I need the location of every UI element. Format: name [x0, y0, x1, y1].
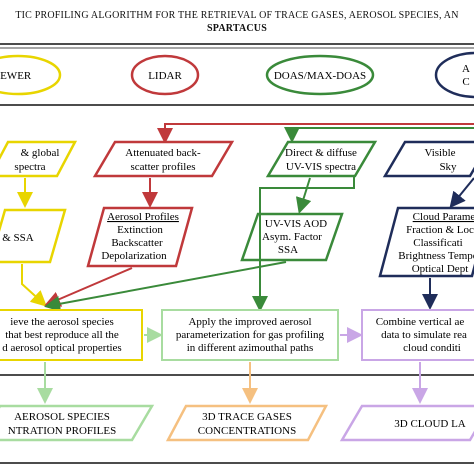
arrow-green-converge [44, 261, 287, 312]
process-retrieve-line2: that best reproduce all the [5, 329, 119, 341]
process-apply-line2: parameterization for gas profiling [176, 329, 325, 341]
output-cloud: 3D CLOUD LA [339, 404, 474, 442]
process-apply-line3: in different azimouthal paths [187, 342, 314, 354]
arrow-blue-down [449, 177, 474, 209]
connector-green-top [291, 127, 474, 140]
instrument-doas-label: DOAS/MAX-DOAS [274, 70, 366, 82]
instrument-lidar: LIDAR [130, 54, 200, 96]
output-aerosol: AEROSOL SPECIES NTRATION PROFILES [0, 404, 155, 442]
process-retrieve: ieve the aerosol species that best repro… [0, 309, 143, 361]
arrow-green-down [295, 177, 312, 214]
process-retrieve-line1: ieve the aerosol species [10, 316, 114, 328]
instrument-brewer: REWER [0, 54, 62, 96]
title-line-2: SPARTACUS [207, 23, 267, 34]
arrow-yellow-converge [21, 264, 47, 307]
retrieval-ssa: & SSA [0, 208, 67, 264]
process-combine-line1: Combine vertical ae [376, 316, 465, 328]
output-gases-line2: CONCENTRATIONS [198, 425, 296, 437]
retrieval-cloud-line4: Brightness Tempe [398, 250, 474, 262]
process-combine-line2: data to simulate rea [381, 329, 467, 341]
input-visible-line2: Sky [439, 161, 457, 173]
arrow-green-to-apply [252, 176, 355, 312]
input-attenuated-line2: scatter profiles [130, 161, 195, 173]
input-visible: Visible Sky [382, 140, 474, 178]
process-combine: Combine vertical ae data to simulate rea… [361, 309, 474, 361]
instrument-fourth: A C [434, 51, 474, 99]
retrieval-uvvis: UV-VIS AOD Asym. Factor SSA [240, 212, 344, 262]
output-gases: 3D TRACE GASES CONCENTRATIONS [165, 404, 329, 442]
instrument-lidar-label: LIDAR [148, 70, 182, 82]
retrieval-uvvis-line1: UV-VIS AOD [265, 218, 327, 230]
output-cloud-line1: 3D CLOUD LA [394, 418, 466, 430]
retrieval-cloud-title: Cloud Parame [413, 211, 474, 223]
retrieval-aerosol-line3: Backscatter [111, 237, 163, 249]
input-attenuated: Attenuated back- scatter profiles [92, 140, 235, 178]
instrument-fourth-label-2: C [462, 76, 469, 88]
process-apply-line1: Apply the improved aerosol [188, 316, 311, 328]
retrieval-uvvis-line2: Asym. Factor [262, 231, 322, 243]
input-visible-line1: Visible [424, 147, 455, 159]
instrument-fourth-label-1: A [462, 63, 470, 75]
retrieval-cloud-line2: Fraction & Loc [406, 224, 474, 236]
retrieval-uvvis-line3: SSA [278, 244, 298, 256]
input-direct: Direct & diffuse UV-VIS spectra [265, 140, 378, 178]
retrieval-cloud-line3: Classificati [413, 237, 463, 249]
arrow-red-converge [44, 267, 133, 307]
output-aerosol-line1: AEROSOL SPECIES [14, 411, 110, 423]
output-aerosol-line2: NTRATION PROFILES [8, 425, 116, 437]
input-attenuated-line1: Attenuated back- [125, 147, 201, 159]
input-direct-line1: Direct & diffuse [285, 147, 357, 159]
output-gases-line1: 3D TRACE GASES [202, 411, 292, 423]
instrument-brewer-label: REWER [0, 70, 32, 82]
retrieval-cloud-line5: Optical Dept [412, 263, 469, 275]
retrieval-aerosol-title: Aerosol Profiles [107, 211, 179, 223]
input-direct-line2: UV-VIS spectra [286, 161, 356, 173]
retrieval-aerosol-profiles: Aerosol Profiles Extinction Backscatter … [86, 206, 194, 268]
retrieval-aerosol-line2: Extinction [117, 224, 163, 236]
retrieval-aerosol-line4: Depolarization [101, 250, 167, 262]
input-spectra-line1: & global [21, 147, 60, 159]
retrieval-ssa-label: & SSA [2, 232, 34, 244]
process-retrieve-line3: d aerosol optical properties [2, 342, 121, 354]
process-combine-line3: cloud conditi [403, 342, 461, 354]
title-line-1: TIC PROFILING ALGORITHM FOR THE RETRIEVA… [15, 10, 459, 21]
input-spectra: & global spectra [0, 140, 78, 178]
input-spectra-line2: spectra [14, 161, 45, 173]
instrument-doas: DOAS/MAX-DOAS [265, 54, 375, 96]
process-apply: Apply the improved aerosol parameterizat… [161, 309, 339, 361]
retrieval-cloud: Cloud Parame Fraction & Loc Classificati… [378, 206, 474, 278]
